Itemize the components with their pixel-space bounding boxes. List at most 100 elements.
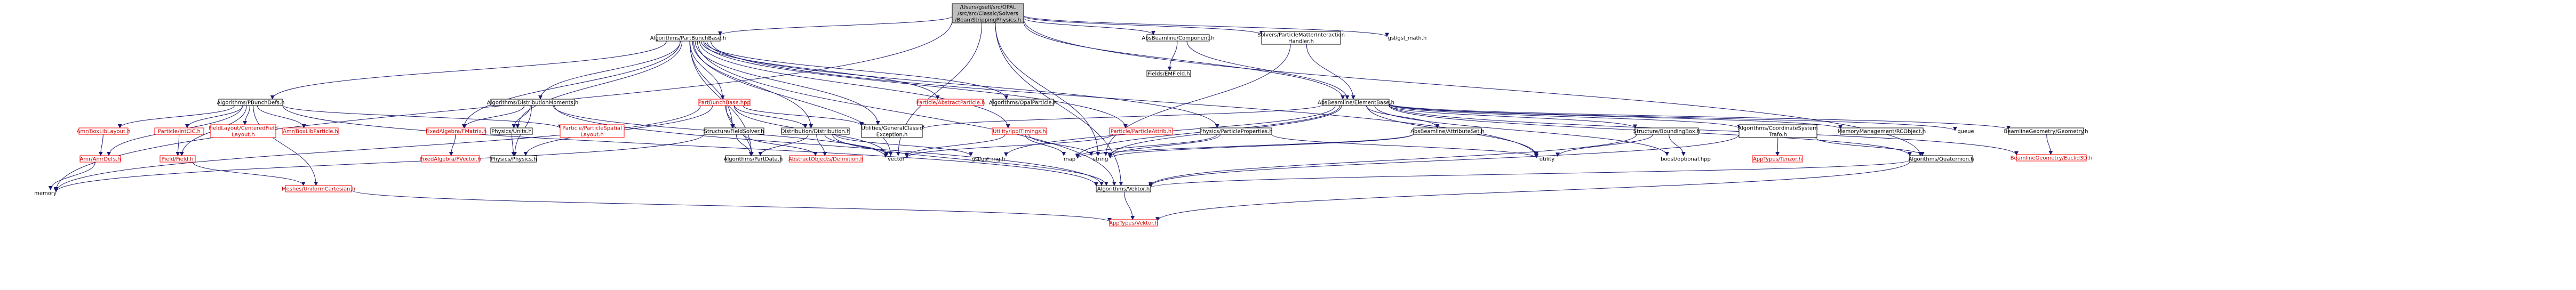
node-box-abstractobjects	[789, 155, 863, 163]
node-pbunchdefs[interactable]: Algorithms/PBunchDefs.h	[217, 99, 285, 106]
node-memorymanagement[interactable]: MemoryManagement/RCObject.h	[1838, 127, 1926, 135]
node-fieldfield[interactable]: Field/Field.h	[159, 155, 196, 163]
node-algvector[interactable]: Algorithms/Vektor.h	[1096, 185, 1151, 192]
node-gslmath: gsl/gsl_math.h	[1388, 36, 1427, 42]
edge-fixedalgebra-to-fixedvector	[449, 134, 456, 156]
node-box-meshes	[285, 185, 352, 192]
edge-abselementbase-to-beamgeomeuclid	[1389, 104, 2019, 156]
node-amrboxlibparticle[interactable]: Amr/BoxLibParticle.h	[282, 127, 339, 135]
node-map: map	[1064, 157, 1075, 163]
node-particleabstract[interactable]: Particle/AbstractParticle.h	[916, 99, 985, 106]
edge-distmoments-to-fixedalgebra	[462, 105, 525, 128]
edge-distmoments-to-algvector	[554, 105, 1104, 186]
node-partdata[interactable]: Algorithms/PartData.h	[724, 155, 783, 163]
edge-abselementbase-to-queue	[1389, 103, 1957, 131]
node-meshes[interactable]: Meshes/UniformCartesian.h	[282, 185, 355, 192]
node-beamgeomeuclid[interactable]: BeamlineGeometry/Euclid3D.h	[2011, 154, 2093, 162]
node-fieldsemfield[interactable]: Fields/EMField.h	[1146, 70, 1191, 77]
edge-pbunchbase_hpp-to-fieldsolver	[725, 105, 735, 128]
node-utilipptimings[interactable]: Utility/IpplTimings.h	[992, 127, 1047, 135]
edge-partbunch-to-utilipptimings	[699, 41, 1010, 128]
edge-pmih-to-abselementbase	[1306, 44, 1355, 100]
edge-meshes-to-appvector	[351, 190, 1112, 222]
edge-abscomp-to-abselementbase	[1186, 41, 1350, 100]
node-fixedvector[interactable]: FixedAlgebra/FVector.h	[420, 155, 481, 163]
node-box-fieldsemfield	[1146, 70, 1191, 77]
node-root[interactable]: /Users/gsell/src/OPAL/src/src/Classic/So…	[952, 3, 1024, 23]
node-abstractobjects[interactable]: AbstractObjects/Definition.h	[788, 155, 864, 163]
node-box-physicsphysics	[490, 155, 537, 163]
node-distmoments[interactable]: Algorithms/DistributionMoments.h	[487, 99, 579, 106]
node-label-particleabstract-0: Particle/AbstractParticle.h	[916, 100, 985, 106]
edge-partbunch-to-distribution	[692, 41, 814, 128]
node-label-beamgeomeuclid-0: BeamlineGeometry/Euclid3D.h	[2011, 156, 2093, 162]
node-box-fieldlayout	[210, 124, 276, 138]
node-box-utilipptimings	[992, 127, 1047, 135]
node-amrdefs[interactable]: Amr/AmrDefs.h	[79, 155, 121, 163]
edge-distribution-to-partdata	[758, 134, 809, 156]
edge-particleintcic-to-fieldfield	[176, 134, 180, 156]
node-apptensor[interactable]: AppTypes/Tenzor.h	[1752, 155, 1803, 163]
node-box-appvector	[1109, 219, 1158, 227]
node-label-utility-0: utility	[1540, 157, 1555, 163]
edge-distribution-to-algvector	[832, 134, 1108, 186]
edge-absattributeset-to-map	[1075, 133, 1414, 159]
edge-root-to-pmih	[1023, 15, 1264, 35]
edge-fieldsolver-to-memory	[54, 133, 705, 192]
node-beamgeometry[interactable]: BeamlineGeometry/Geometry.h	[2004, 127, 2088, 135]
edge-coordsystrafo-to-algvector	[1149, 134, 1740, 187]
node-label-boundingbox-0: Structure/BoundingBox.h	[1633, 129, 1700, 135]
node-label-apptensor-0: AppTypes/Tenzor.h	[1753, 157, 1802, 163]
edge-pbunchdefs-to-fieldlayout	[243, 105, 250, 125]
node-pbunchbase_hpp[interactable]: PartBunchBase.hpp	[698, 99, 751, 106]
node-appvector[interactable]: AppTypes/Vektor.h	[1109, 219, 1158, 227]
edge-partbunch-to-particleattrib	[703, 41, 1128, 128]
edge-absattributeset-to-string	[1108, 133, 1414, 159]
node-label-root-0: /Users/gsell/src/OPAL	[960, 5, 1016, 11]
edge-partbunch-to-utility	[711, 41, 1538, 158]
node-fixedalgebra[interactable]: FixedAlgebra/FMatrix.h	[426, 127, 487, 135]
node-box-quaternion	[1909, 155, 1973, 163]
node-label-appvector-0: AppTypes/Vektor.h	[1109, 221, 1158, 227]
node-opalparticle[interactable]: Algorithms/OpalParticle.h	[989, 99, 1057, 106]
node-physicsunits[interactable]: Physics/Units.h	[490, 127, 533, 135]
node-abselementbase[interactable]: AbsBeamline/ElementBase.h	[1318, 99, 1394, 106]
node-pmih[interactable]: Solvers/ParticleMatterInteractionHandler…	[1257, 31, 1345, 45]
node-box-amrboxlibparticle	[282, 127, 339, 135]
node-partbunch[interactable]: Algorithms/PartBunchBase.h	[650, 34, 727, 42]
edge-partbunch-to-partdata	[689, 41, 754, 156]
node-box-fixedvector	[421, 155, 480, 163]
node-amrboxliblayout[interactable]: Amr/BoxLibLayout.h	[77, 127, 131, 135]
node-label-utilgeneral-1: Exception.h	[876, 132, 908, 138]
edge-utilipptimings-to-map	[1025, 134, 1066, 156]
node-box-pbunchdefs	[218, 99, 283, 106]
node-label-abselementbase-0: AbsBeamline/ElementBase.h	[1318, 100, 1394, 106]
edge-partbunch-to-distmoments	[538, 41, 681, 100]
node-physicsproperties[interactable]: Physics/ParticleProperties.h	[1199, 127, 1273, 135]
node-particleintcic[interactable]: Particle/IntCIC.h	[154, 127, 204, 135]
node-quaternion[interactable]: Algorithms/Quaternion.h	[1909, 155, 1974, 163]
node-absattributeset[interactable]: AbsBeamline/AttributeSet.h	[1410, 127, 1485, 135]
node-label-pbunchbase_hpp-0: PartBunchBase.hpp	[698, 100, 751, 106]
node-box-distribution	[781, 127, 850, 135]
node-abscomp[interactable]: AbsBeamline/Component.h	[1142, 34, 1215, 42]
edge-fieldsolver-to-partdata	[736, 134, 753, 156]
node-distribution[interactable]: Distribution/Distribution.h	[781, 127, 850, 135]
node-fieldsolver[interactable]: Structure/FieldSolver.h	[704, 127, 764, 135]
node-particleattrib[interactable]: Particle/ParticleAttrib.h	[1109, 127, 1173, 135]
node-box-distmoments	[490, 99, 575, 106]
node-label-queue-0: queue	[1957, 129, 1974, 135]
edge-physicsproperties-to-map	[1075, 134, 1217, 158]
node-boundingbox[interactable]: Structure/BoundingBox.h	[1633, 127, 1700, 135]
edge-partbunch-to-utilgeneral	[695, 41, 880, 125]
edge-partbunch-to-algvector	[697, 41, 1116, 186]
node-physicsphysics[interactable]: Physics/Physics.h	[490, 155, 537, 163]
node-box-pmih	[1261, 31, 1341, 45]
edge-pbunchbase_hpp-to-utilgeneral	[743, 105, 864, 126]
edge-utilipptimings-to-vector	[905, 134, 1006, 157]
